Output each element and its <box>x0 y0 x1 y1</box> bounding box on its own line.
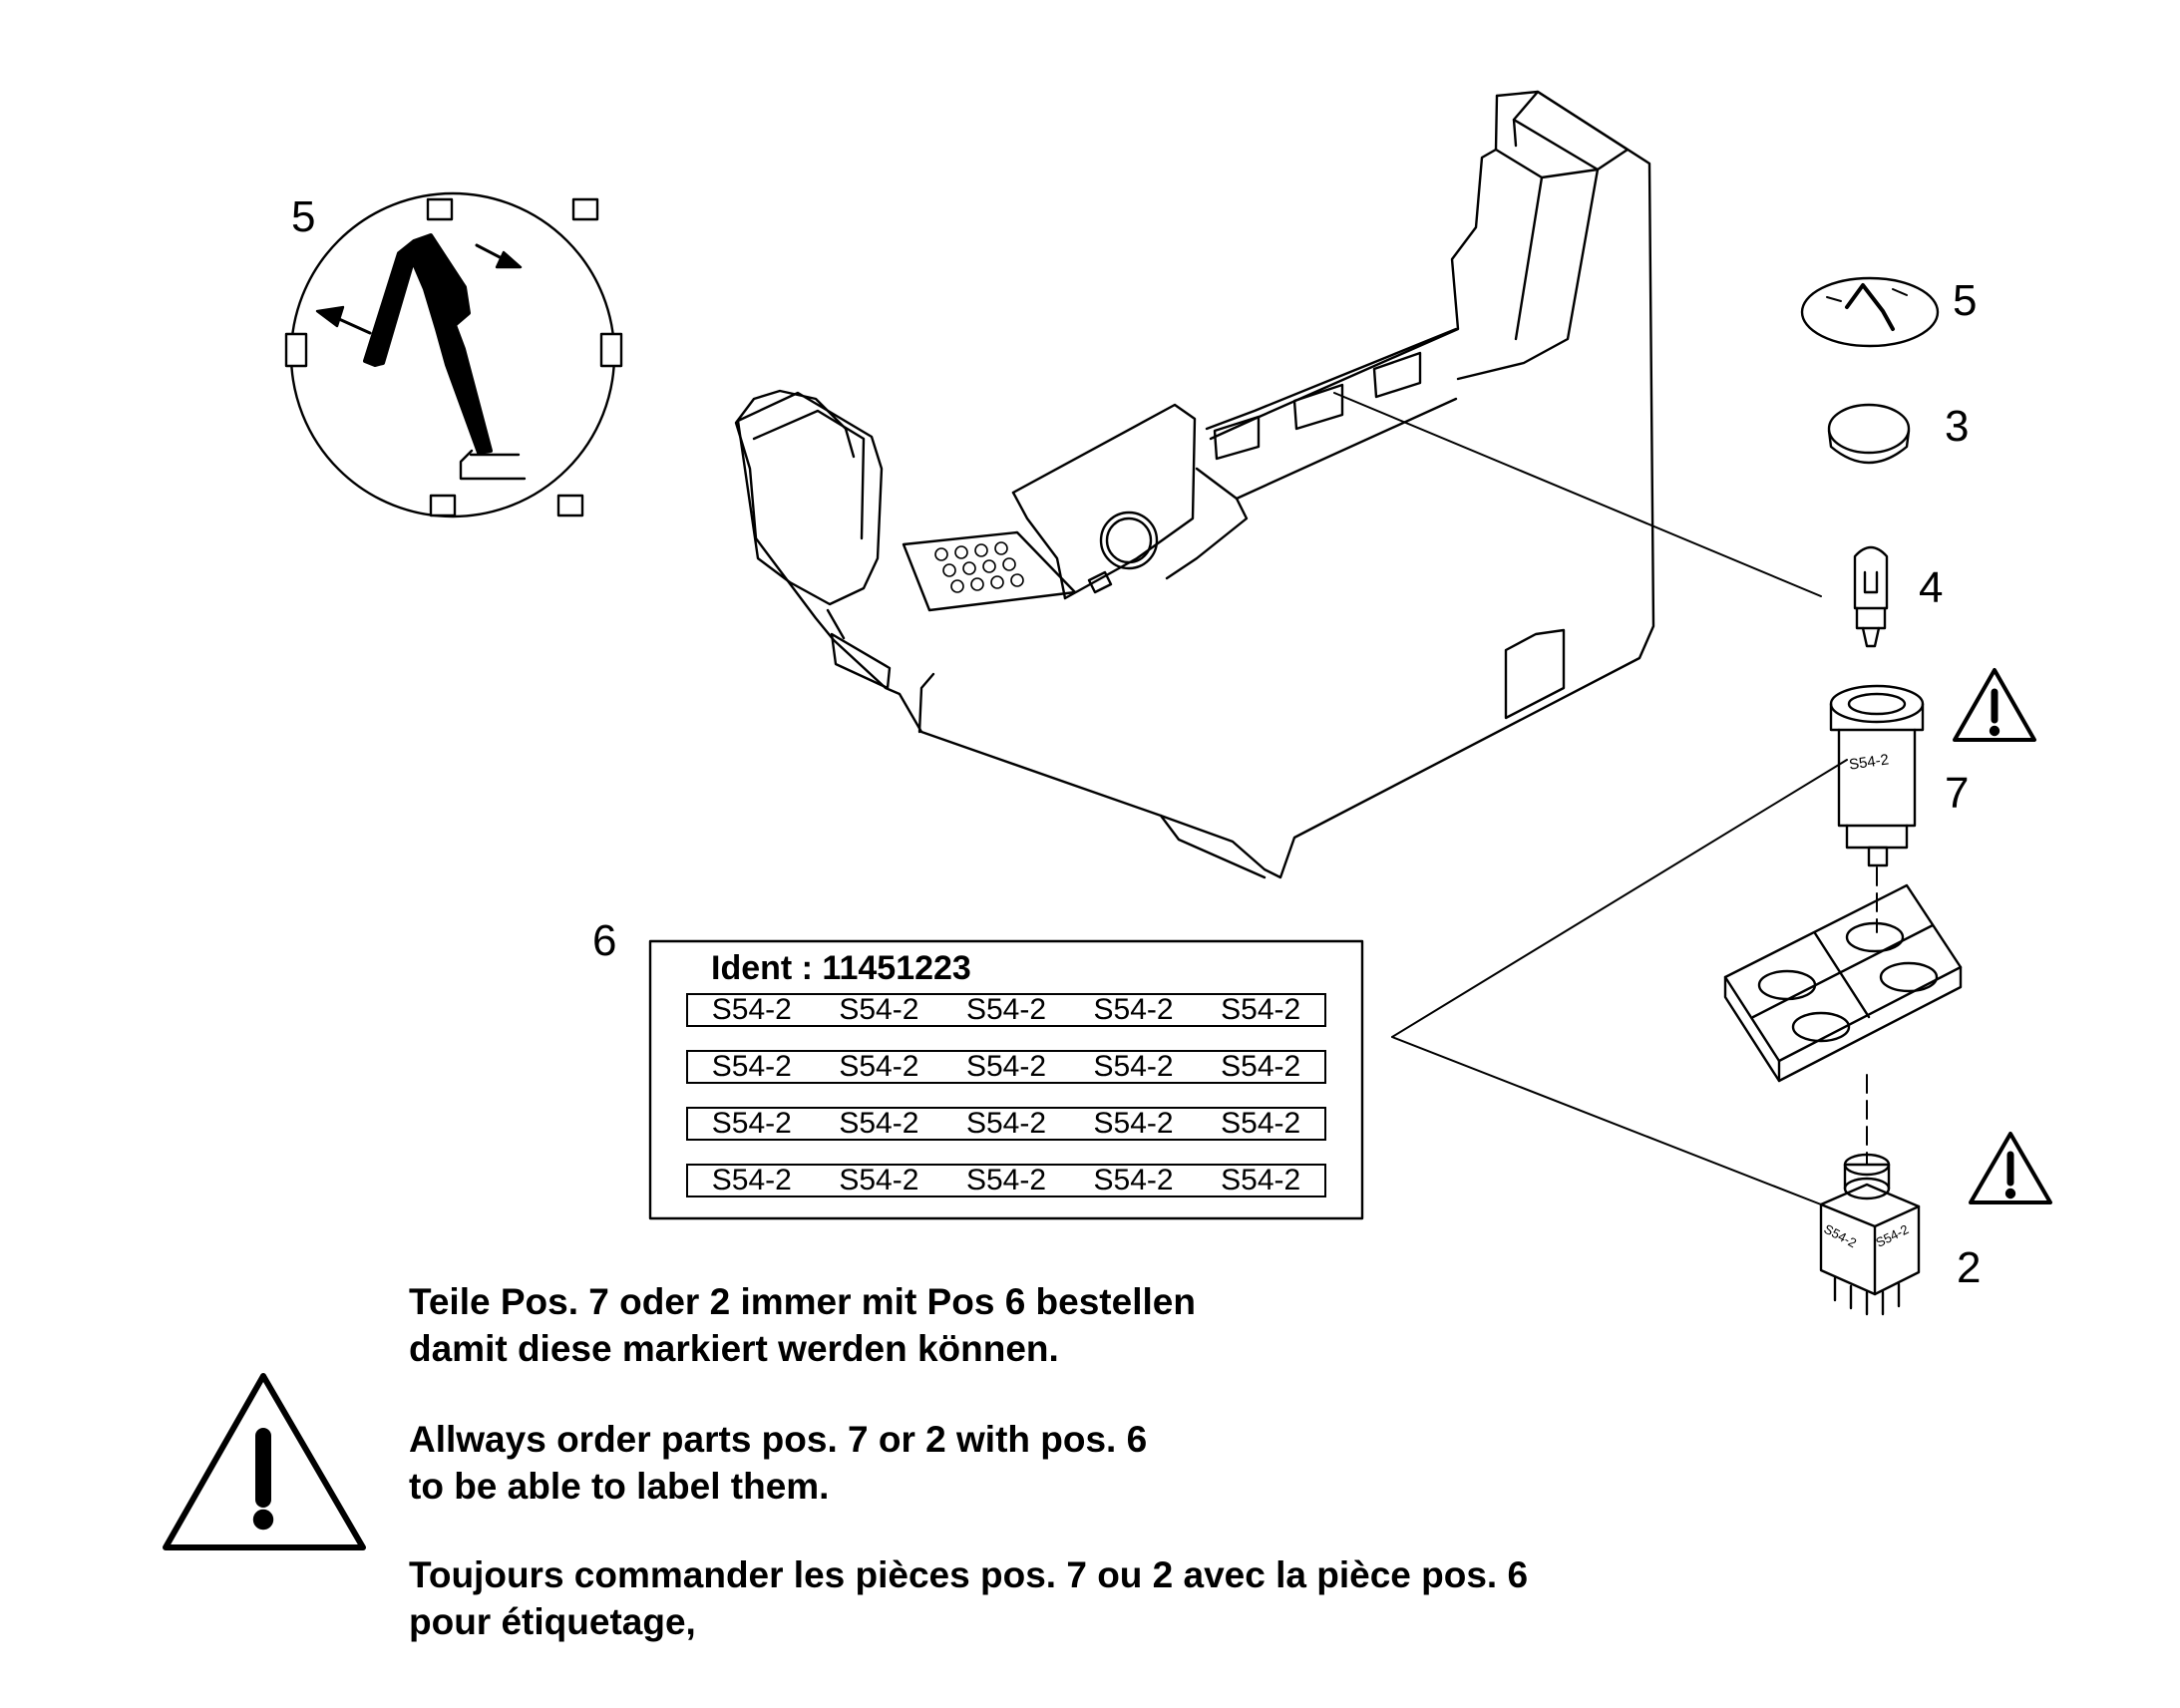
label-row: S54-2 S54-2 S54-2 S54-2 S54-2 <box>686 1164 1326 1197</box>
part-2-switch <box>1819 1153 1921 1316</box>
callout-5-detail: 5 <box>291 192 316 241</box>
label-cell: S54-2 <box>1221 1164 1301 1196</box>
note-french: Toujours commander les pièces pos. 7 ou … <box>409 1551 1528 1645</box>
label-cell: S54-2 <box>711 1164 792 1196</box>
label-cell: S54-2 <box>711 1107 792 1140</box>
part-5-clip <box>1800 276 1940 348</box>
label-cell: S54-2 <box>1093 1107 1174 1140</box>
callout-6: 6 <box>592 916 617 965</box>
note-english-line2: to be able to label them. <box>409 1466 830 1507</box>
label-cell: S54-2 <box>839 993 919 1026</box>
label-cell: S54-2 <box>711 1050 792 1083</box>
part-4-bulb <box>1853 545 1889 648</box>
label-cell: S54-2 <box>965 1107 1047 1140</box>
callout-4: 4 <box>1919 563 1944 612</box>
label-sheet-frame <box>648 939 1364 1220</box>
mounting-plate <box>1723 883 1963 1166</box>
note-english-line1: Allways order parts pos. 7 or 2 with pos… <box>409 1419 1148 1460</box>
note-german-line1: Teile Pos. 7 oder 2 immer mit Pos 6 best… <box>409 1281 1196 1322</box>
label-cell: S54-2 <box>965 1164 1047 1196</box>
label-cell: S54-2 <box>1221 1107 1301 1140</box>
warning-icon <box>1953 668 2036 742</box>
label-row: S54-2 S54-2 S54-2 S54-2 S54-2 <box>686 1050 1326 1084</box>
label-sheet-ident: Ident : 11451223 <box>711 949 971 987</box>
pos5-detail-circle <box>284 191 623 518</box>
warning-icon <box>163 1373 366 1550</box>
note-german-line2: damit diese markiert werden können. <box>409 1328 1059 1369</box>
callout-5: 5 <box>1953 276 1978 325</box>
callout-2: 2 <box>1957 1243 1982 1292</box>
label-cell: S54-2 <box>1221 1050 1301 1083</box>
label-cell: S54-2 <box>1093 1164 1174 1196</box>
label-cell: S54-2 <box>1221 993 1301 1026</box>
note-french-line2: pour étiquetage, <box>409 1601 696 1642</box>
note-german: Teile Pos. 7 oder 2 immer mit Pos 6 best… <box>409 1278 1196 1372</box>
part-3-cap <box>1827 403 1911 465</box>
callout-7: 7 <box>1945 769 1970 818</box>
label-cell: S54-2 <box>965 993 1047 1026</box>
note-english: Allways order parts pos. 7 or 2 with pos… <box>409 1416 1147 1510</box>
label-row: S54-2 S54-2 S54-2 S54-2 S54-2 <box>686 1107 1326 1141</box>
label-cell: S54-2 <box>1093 993 1174 1026</box>
note-french-line1: Toujours commander les pièces pos. 7 ou … <box>409 1554 1529 1595</box>
center-console <box>734 90 1655 879</box>
label-cell: S54-2 <box>711 993 792 1026</box>
label-cell: S54-2 <box>965 1050 1047 1083</box>
label-cell: S54-2 <box>839 1050 919 1083</box>
label-cell: S54-2 <box>1093 1050 1174 1083</box>
label-row: S54-2 S54-2 S54-2 S54-2 S54-2 <box>686 993 1326 1027</box>
label-cell: S54-2 <box>839 1164 919 1196</box>
warning-icon <box>1969 1132 2052 1204</box>
part-7-bulb-holder <box>1829 684 1925 933</box>
callout-3: 3 <box>1945 402 1970 451</box>
label-cell: S54-2 <box>839 1107 919 1140</box>
